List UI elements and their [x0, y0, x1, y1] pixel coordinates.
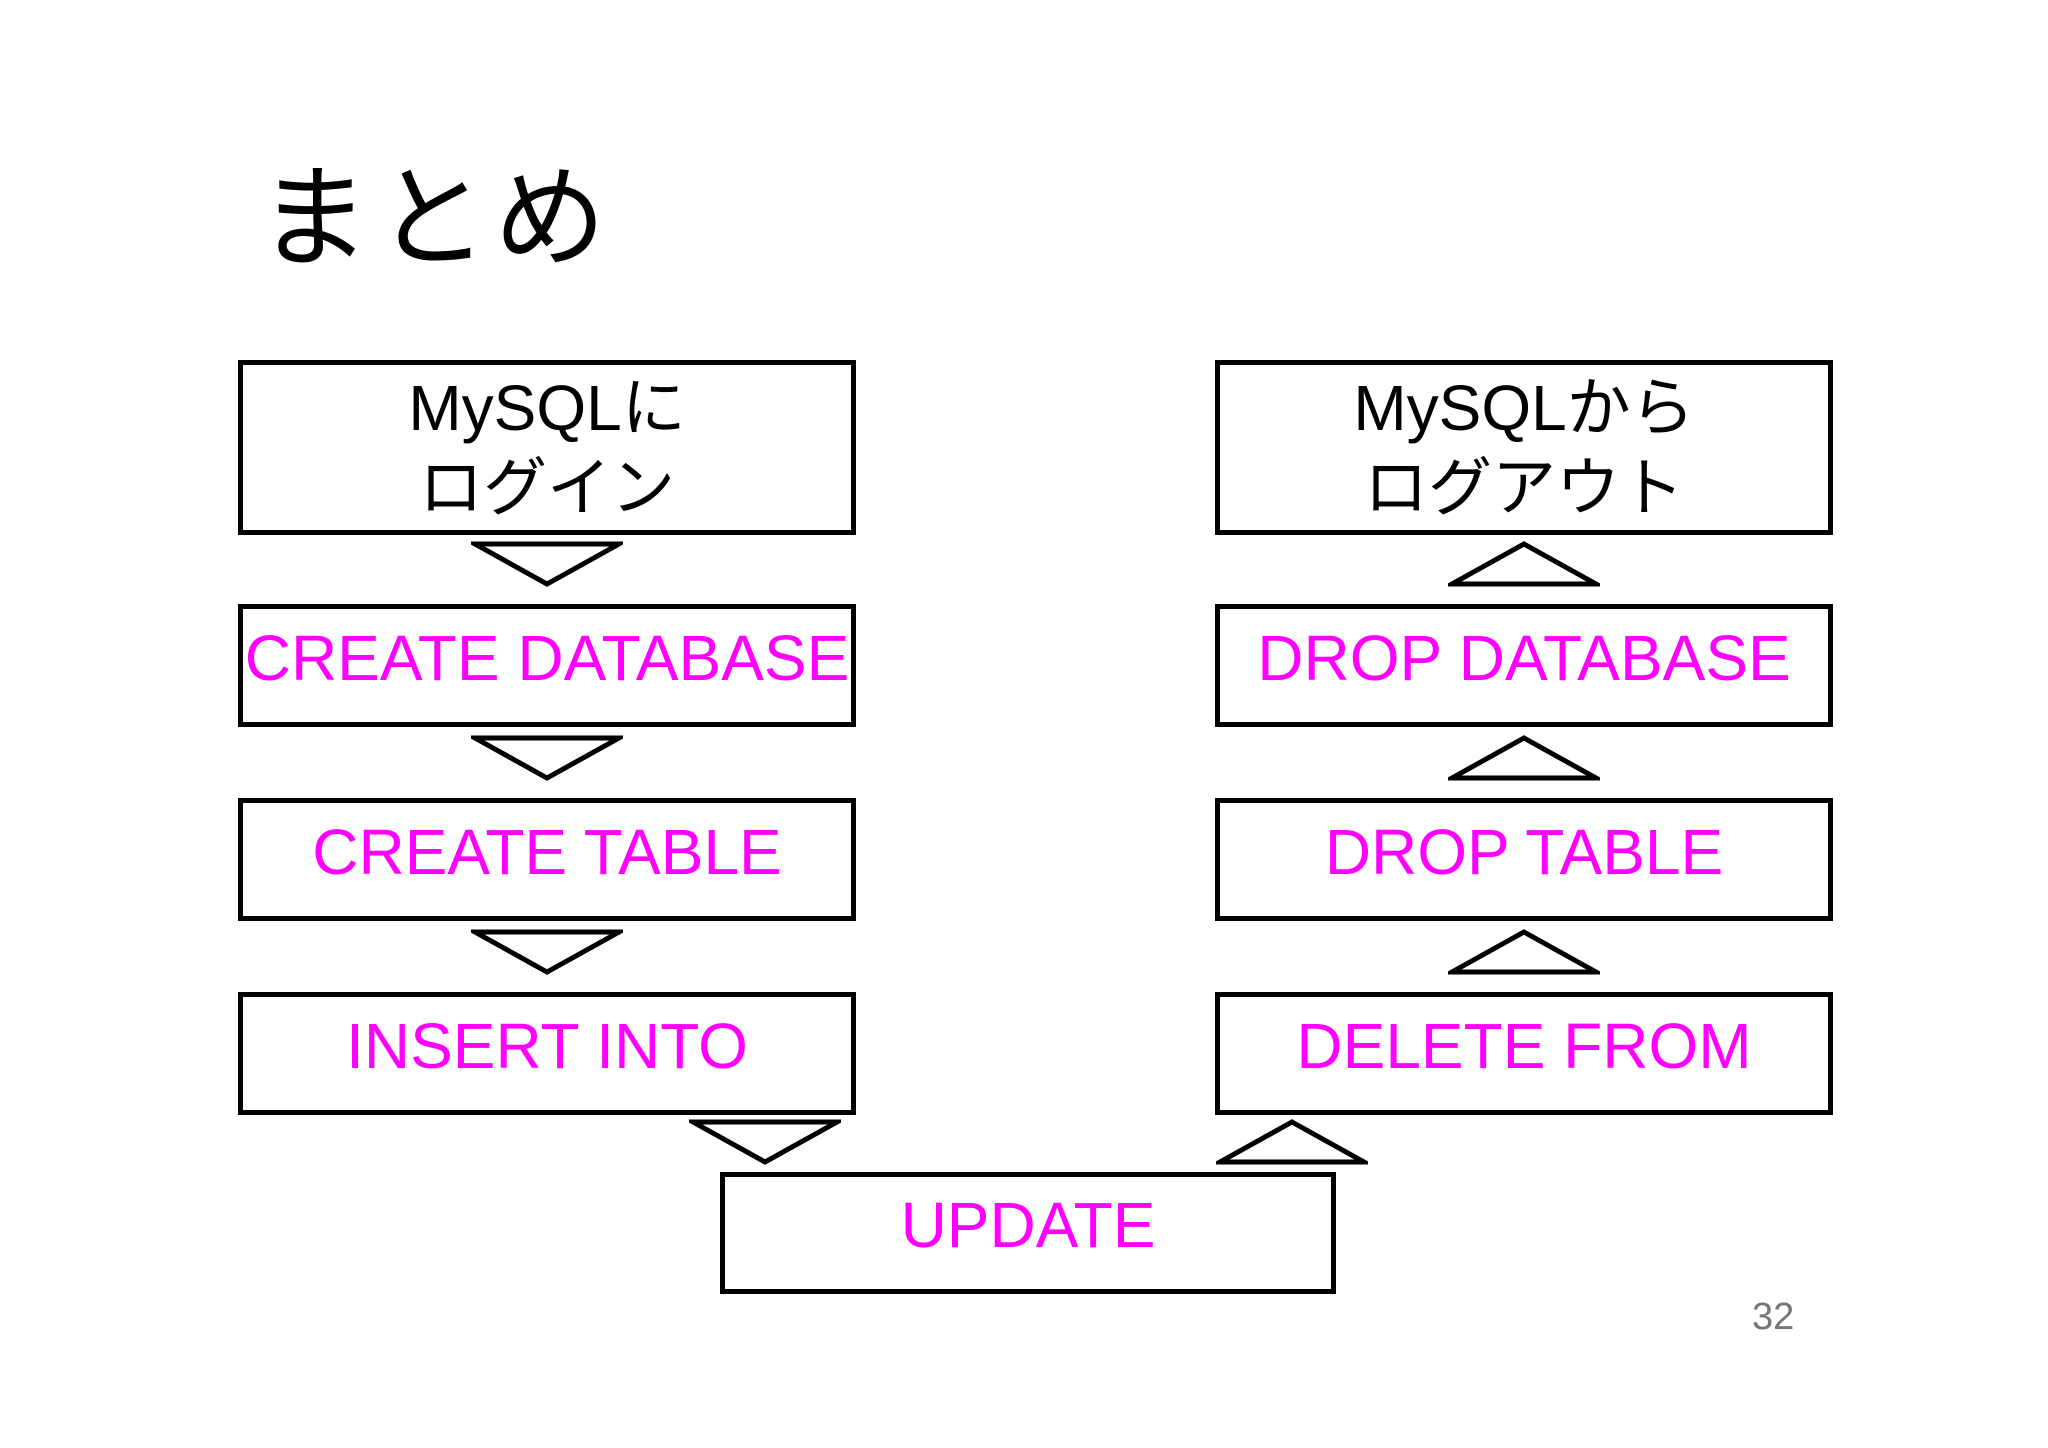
flow-box-mysql-login: MySQLに ログイン — [238, 360, 856, 535]
flow-box-update: UPDATE — [720, 1172, 1336, 1294]
flow-box-insert-into-label: INSERT INTO — [346, 1009, 748, 1082]
arrow-up-icon — [1448, 929, 1600, 975]
flow-box-create-database: CREATE DATABASE — [238, 604, 856, 727]
flow-box-delete-from-label: DELETE FROM — [1296, 1009, 1752, 1082]
flow-box-drop-table-label: DROP TABLE — [1324, 815, 1724, 888]
arrow-up-icon — [1448, 735, 1600, 781]
flow-box-create-database-label: CREATE DATABASE — [244, 621, 850, 694]
flow-box-drop-database-label: DROP DATABASE — [1257, 621, 1791, 694]
flow-box-delete-from: DELETE FROM — [1215, 992, 1833, 1115]
flow-box-mysql-logout: MySQLから ログアウト — [1215, 360, 1833, 535]
flow-box-mysql-login-label: MySQLに ログイン — [408, 371, 686, 524]
flow-box-drop-table: DROP TABLE — [1215, 798, 1833, 921]
flow-box-drop-database: DROP DATABASE — [1215, 604, 1833, 727]
arrow-down-icon — [471, 541, 623, 587]
flow-box-mysql-logout-label: MySQLから ログアウト — [1353, 371, 1695, 524]
arrow-up-icon — [1448, 541, 1600, 587]
flow-box-create-table-label: CREATE TABLE — [312, 815, 782, 888]
slide-title: まとめ — [258, 156, 612, 281]
flow-box-insert-into: INSERT INTO — [238, 992, 856, 1115]
page-number: 32 — [1752, 1296, 1795, 1338]
arrow-down-icon — [471, 929, 623, 975]
arrow-down-icon — [689, 1119, 841, 1165]
arrow-up-icon — [1216, 1119, 1368, 1165]
flow-box-update-label: UPDATE — [900, 1189, 1156, 1261]
flow-box-create-table: CREATE TABLE — [238, 798, 856, 921]
arrow-down-icon — [471, 735, 623, 781]
